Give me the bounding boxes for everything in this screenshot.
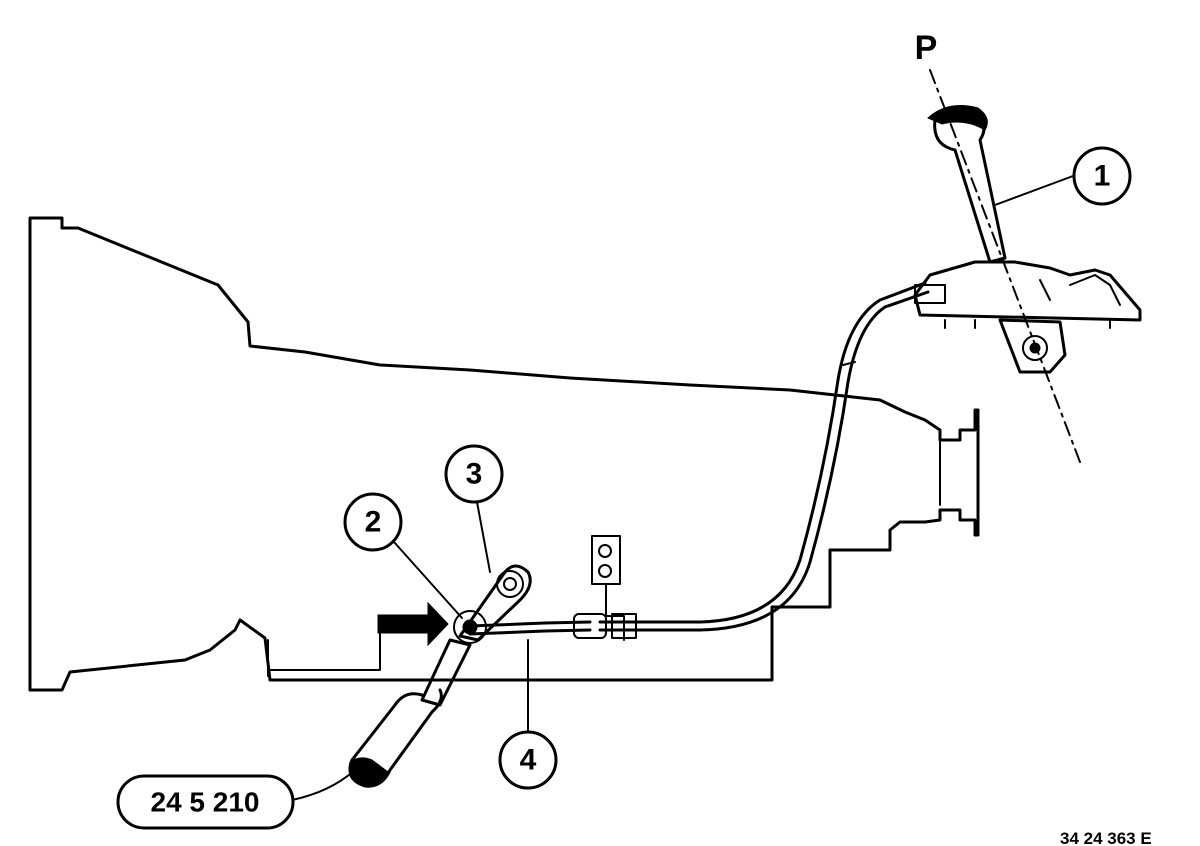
callout-2-label: 2 <box>365 506 382 539</box>
callout-4: 4 <box>498 730 558 790</box>
figure-reference: 34 24 363 E <box>1060 829 1152 846</box>
callout-1: 1 <box>1072 146 1132 206</box>
tool-number-label: 24 5 210 <box>151 787 260 818</box>
callout-3: 3 <box>444 444 504 504</box>
callout-2: 2 <box>343 492 403 552</box>
callout-1-label: 1 <box>1094 160 1111 193</box>
tool-number-box: 24 5 210 <box>116 774 295 830</box>
reference-arrow <box>377 601 449 647</box>
cable-bracket <box>591 535 637 641</box>
selector-lever <box>453 564 532 644</box>
callout-4-label: 4 <box>520 744 537 777</box>
park-position-label: P <box>915 29 938 67</box>
transmission-housing <box>28 216 980 692</box>
leader-lines <box>291 175 1074 801</box>
callout-3-label: 3 <box>466 458 483 491</box>
special-tool-wrench <box>348 638 472 788</box>
shift-cable <box>468 281 930 639</box>
gear-selector-assembly <box>913 69 1142 463</box>
